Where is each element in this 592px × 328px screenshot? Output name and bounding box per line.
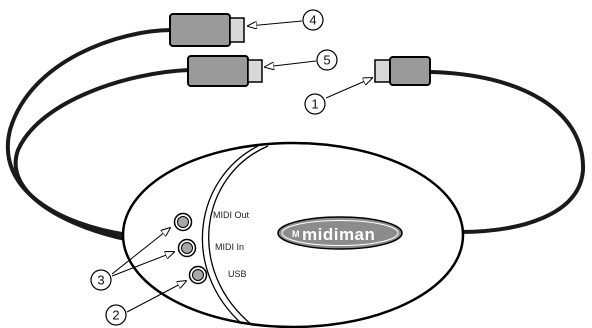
svg-text:2: 2 [112, 308, 119, 323]
callout-4: 4 [302, 9, 324, 31]
callout-2: 2 [105, 304, 127, 326]
callout-5: 5 [316, 49, 338, 71]
port-label-midi-out: MIDI Out [213, 210, 250, 220]
port-label-usb: USB [228, 269, 247, 279]
callout-arrow-2 [126, 281, 186, 313]
connector-midi-in-plug [187, 55, 263, 87]
svg-text:5: 5 [323, 53, 330, 68]
panel-curve-inner [201, 145, 259, 325]
port-usb-led [188, 265, 208, 285]
callout-1: 1 [304, 93, 326, 115]
callout-arrow-1 [325, 78, 372, 99]
callout-arrow-5 [265, 60, 317, 67]
svg-text:M: M [292, 229, 300, 239]
cable-usb [429, 70, 586, 234]
port-midi-out-led [173, 212, 193, 232]
cable-midi-in [13, 68, 191, 242]
connector-midi-out-plug [169, 13, 245, 47]
panel-curve-outer [208, 145, 269, 326]
port-midi-in-led [177, 238, 197, 258]
svg-text:1: 1 [311, 97, 318, 112]
callout-arrow-4 [248, 20, 303, 26]
port-label-midi-in: MIDI In [215, 242, 244, 252]
callout-3: 3 [90, 269, 112, 291]
svg-text:4: 4 [309, 13, 316, 28]
callout-arrow-3a [111, 228, 170, 275]
connector-usb-plug [374, 56, 431, 86]
svg-text:3: 3 [97, 273, 104, 288]
logo-wordmark: midiman [302, 225, 375, 244]
callout-arrow-3b [111, 252, 174, 277]
midiman-logo: M midiman [277, 216, 403, 250]
